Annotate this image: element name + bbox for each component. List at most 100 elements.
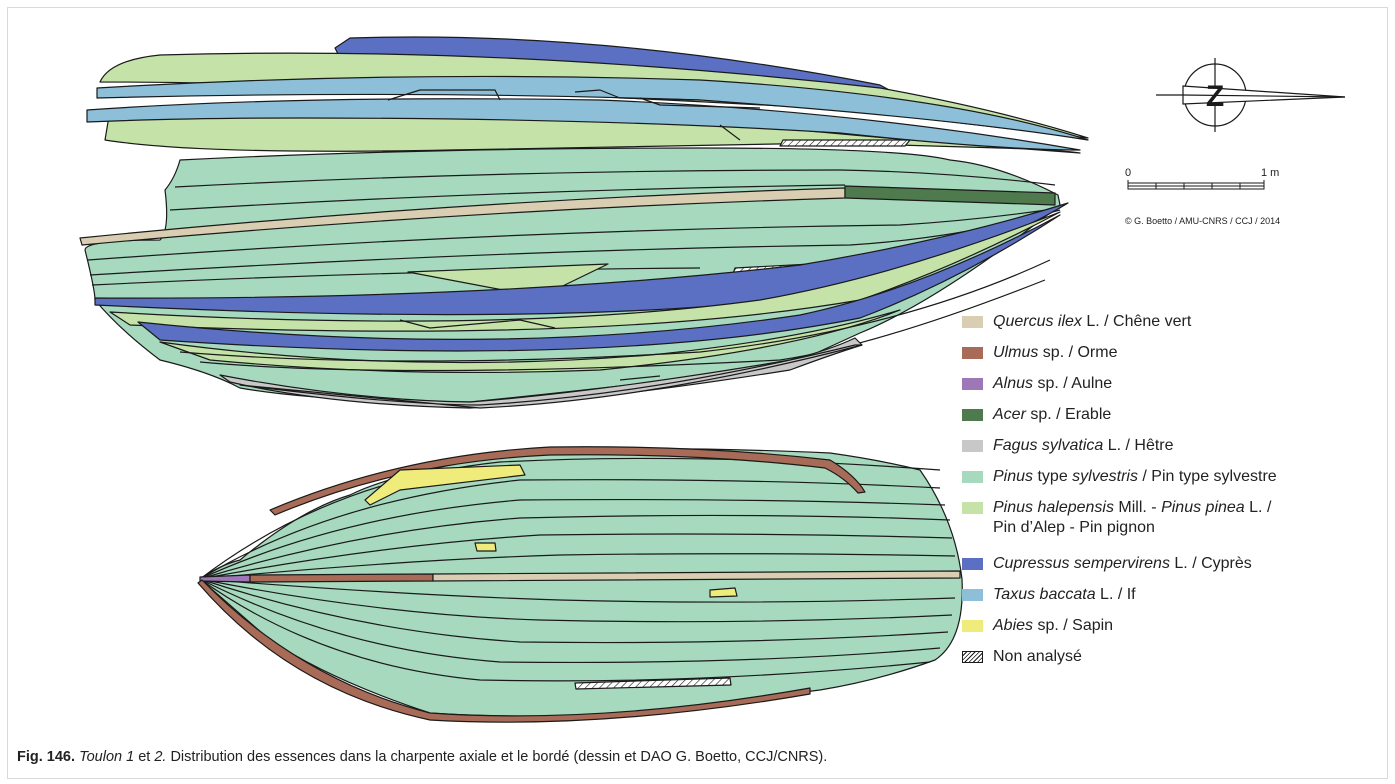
compass-letter: Z [1206, 80, 1224, 113]
caption-label: Fig. 146. [17, 749, 76, 765]
legend-label-cupressus: Cupressus sempervirens L. / Cyprès [993, 554, 1252, 574]
legend-alnus-rest: sp. / Aulne [1033, 375, 1113, 392]
hull2-line-8 [199, 578, 953, 623]
legend-cupressus-rest: L. / Cyprès [1169, 555, 1252, 572]
legend-cupressus-latin: Cupressus sempervirens [993, 555, 1170, 572]
keel-acer [844, 185, 1056, 206]
legend-ulmus-rest: sp. / Orme [1038, 344, 1118, 361]
legend-label-abies: Abies sp. / Sapin [993, 616, 1113, 636]
figure-caption: Fig. 146. Toulon 1 et 2. Distribution de… [17, 749, 827, 765]
hull2-line-2 [199, 479, 941, 580]
legend-acer-rest: sp. / Erable [1025, 406, 1112, 423]
hull2-line-9 [199, 578, 949, 644]
legend-swatch-abies [962, 620, 983, 632]
legend-abies-latin: Abies [993, 617, 1034, 634]
caption-title-1: Toulon 1 [79, 749, 135, 765]
legend-pinus_sylvestris-rest: type [1033, 468, 1073, 485]
hull2-line-6 [199, 553, 956, 580]
legend-swatch-acer [962, 409, 983, 421]
legend-swatch-fagus [962, 440, 983, 452]
strake-line-c [87, 207, 1061, 261]
keel-quercus-2 [432, 570, 961, 582]
cypress-strake-2 [137, 214, 1061, 352]
joint-line-3 [639, 97, 761, 109]
legend-label-pinus_halepensis: Pinus halepensis Mill. - Pinus pinea L. … [993, 498, 1271, 538]
legend-label-alnus: Alnus sp. / Aulne [993, 374, 1112, 394]
hull2-line-11 [199, 578, 931, 682]
legend-taxus-rest: L. / If [1095, 586, 1136, 603]
joint-line-2 [574, 89, 701, 101]
legend-alnus-latin: Alnus [993, 375, 1034, 392]
legend-swatch-pinus_halepensis [962, 502, 983, 514]
abies-patch-1 [364, 464, 526, 506]
hull2-line-4 [199, 514, 951, 580]
hull2-line-10 [199, 578, 941, 664]
legend-item-cupressus: Cupressus sempervirens L. / Cyprès [962, 554, 1382, 585]
legend-taxus-latin: Taxus baccata [993, 586, 1096, 603]
caption-et: et [134, 749, 155, 765]
legend-acer-latin: Acer [993, 406, 1026, 423]
legend-label-quercus: Quercus ilex L. / Chêne vert [993, 312, 1191, 332]
hull2-line-3 [199, 498, 946, 580]
legend-pinus_sylvestris-latin2: sylvestris [1072, 468, 1138, 485]
joint-line-4 [719, 124, 741, 141]
legend-label-taxus: Taxus baccata L. / If [993, 585, 1136, 605]
legend-pinus_halepensis-line2: Pin d’Alep - Pin pignon [993, 519, 1155, 536]
legend-swatch-quercus [962, 316, 983, 328]
joint-line-1 [387, 89, 501, 101]
abies-patch-2 [474, 542, 497, 552]
legend-fagus-latin: Fagus sylvatica [993, 437, 1104, 454]
unanalysed-patch-1 [779, 139, 911, 147]
strake-line-a [174, 169, 1056, 188]
legend-item-alnus: Alnus sp. / Aulne [962, 374, 1382, 405]
legend-item-quercus: Quercus ilex L. / Chêne vert [962, 312, 1382, 343]
legend-pinus_sylvestris-latin: Pinus [993, 468, 1034, 485]
legend-pinus_halepensis-rest2: L. / [1244, 499, 1272, 516]
copyright-note: © G. Boetto / AMU-CNRS / CCJ / 2014 [1125, 216, 1281, 226]
yew-strake-1 [96, 75, 1089, 141]
legend-swatch-cupressus [962, 558, 983, 570]
legend-swatch-pinus_sylvestris [962, 471, 983, 483]
legend-abies-rest: sp. / Sapin [1033, 617, 1114, 634]
legend-swatch-ulmus [962, 347, 983, 359]
legend-quercus-latin: Quercus ilex [993, 313, 1082, 330]
legend-swatch-taxus [962, 589, 983, 601]
legend-pinus_halepensis-latin2: Pinus pinea [1161, 499, 1245, 516]
strake-line-b [169, 184, 846, 211]
legend-item-hatch: Non analysé [962, 647, 1382, 678]
scale-bar [1127, 180, 1265, 190]
abies-patch-3 [709, 587, 738, 598]
legend-pinus_halepensis-latin: Pinus halepensis [993, 499, 1114, 516]
wedge-line [399, 319, 556, 329]
legend-pinus_sylvestris-rest2: / Pin type sylvestre [1137, 468, 1277, 485]
legend-label-ulmus: Ulmus sp. / Orme [993, 343, 1117, 363]
legend-item-pinus_halepensis: Pinus halepensis Mill. - Pinus pinea L. … [962, 498, 1382, 554]
legend-quercus-rest: L. / Chêne vert [1081, 313, 1192, 330]
legend-item-fagus: Fagus sylvatica L. / Hêtre [962, 436, 1382, 467]
legend-label-hatch: Non analysé [993, 647, 1082, 667]
legend-hatch-rest: Non analysé [993, 648, 1082, 665]
ulmus-upper-rail [269, 446, 866, 516]
hull2-line-7 [199, 578, 956, 603]
halepensis-strake-3 [159, 309, 901, 374]
legend-label-acer: Acer sp. / Erable [993, 405, 1111, 425]
toulon-1-drawing [79, 36, 1089, 409]
halepensis-strake-2 [109, 211, 1061, 332]
keel-ulmus [249, 573, 434, 583]
legend-pinus_halepensis-rest: Mill. - [1113, 499, 1162, 516]
legend-ulmus-latin: Ulmus [993, 344, 1039, 361]
legend-label-pinus_sylvestris: Pinus type sylvestris / Pin type sylvest… [993, 467, 1277, 487]
legend-swatch-alnus [962, 378, 983, 390]
hull-line-f [179, 259, 1051, 362]
scale-end-label: 1 m [1261, 167, 1280, 179]
legend-item-acer: Acer sp. / Erable [962, 405, 1382, 436]
legend-fagus-rest: L. / Hêtre [1103, 437, 1174, 454]
caption-text: Distribution des essences dans la charpe… [166, 749, 828, 765]
legend-item-abies: Abies sp. / Sapin [962, 616, 1382, 647]
toulon-2-drawing [197, 446, 963, 723]
legend-item-ulmus: Ulmus sp. / Orme [962, 343, 1382, 374]
north-compass: Z [1156, 58, 1346, 132]
legend-item-taxus: Taxus baccata L. / If [962, 585, 1382, 616]
